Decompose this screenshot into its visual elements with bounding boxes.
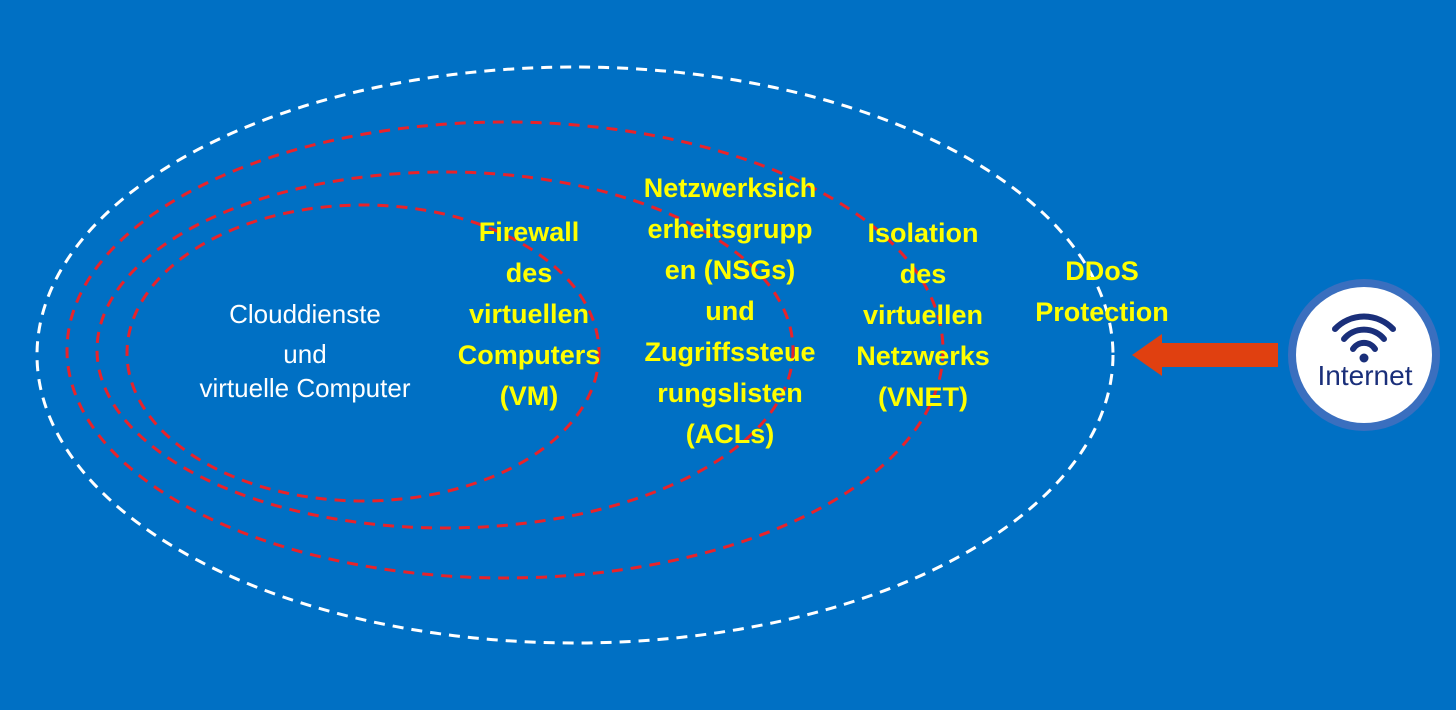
vnet-line: Netzwerks <box>856 341 990 371</box>
nsg-label: Netzwerksich erheitsgrupp en (NSGs) und … <box>625 168 835 455</box>
nsg-line: und <box>705 296 755 326</box>
internet-label: Internet <box>1317 360 1413 391</box>
ddos-ring <box>35 65 1115 645</box>
nsg-line: erheitsgrupp <box>647 214 813 244</box>
core-label: Clouddienste und virtuelle Computer <box>170 296 440 403</box>
ddos-line: Protection <box>1035 297 1169 327</box>
vm-firewall-line: Computers <box>457 340 601 370</box>
ddos-line: DDoS <box>1065 256 1139 286</box>
nsg-line: (ACLs) <box>685 419 775 449</box>
nsg-line: rungslisten <box>657 378 803 408</box>
vm-firewall-line: des <box>505 258 553 288</box>
ddos-label: DDoS Protection <box>1022 251 1182 333</box>
vnet-line: (VNET) <box>878 382 968 412</box>
vm-firewall-line: virtuellen <box>468 299 590 329</box>
wifi-icon <box>1332 313 1396 352</box>
vnet-line: Isolation <box>867 218 979 248</box>
internet-node <box>1288 279 1440 431</box>
core-line: virtuelle Computer <box>199 373 411 403</box>
nsg-line: Zugriffssteue <box>644 337 816 367</box>
nsg-line: en (NSGs) <box>664 255 796 285</box>
vnet-ring <box>65 120 945 580</box>
core-line: Clouddienste <box>229 299 381 329</box>
nsg-ring <box>95 170 795 530</box>
vnet-line: virtuellen <box>862 300 984 330</box>
vm-firewall-line: (VM) <box>499 381 559 411</box>
nsg-line: Netzwerksich <box>643 173 817 203</box>
vnet-line: des <box>899 259 947 289</box>
vm-firewall-ring <box>125 203 601 503</box>
inbound-arrow <box>1132 334 1278 376</box>
wifi-dot <box>1359 353 1369 363</box>
vm-firewall-label: Firewall des virtuellen Computers (VM) <box>444 212 614 417</box>
core-line: und <box>283 339 327 369</box>
vm-firewall-line: Firewall <box>478 217 580 247</box>
vnet-label: Isolation des virtuellen Netzwerks (VNET… <box>842 213 1004 418</box>
